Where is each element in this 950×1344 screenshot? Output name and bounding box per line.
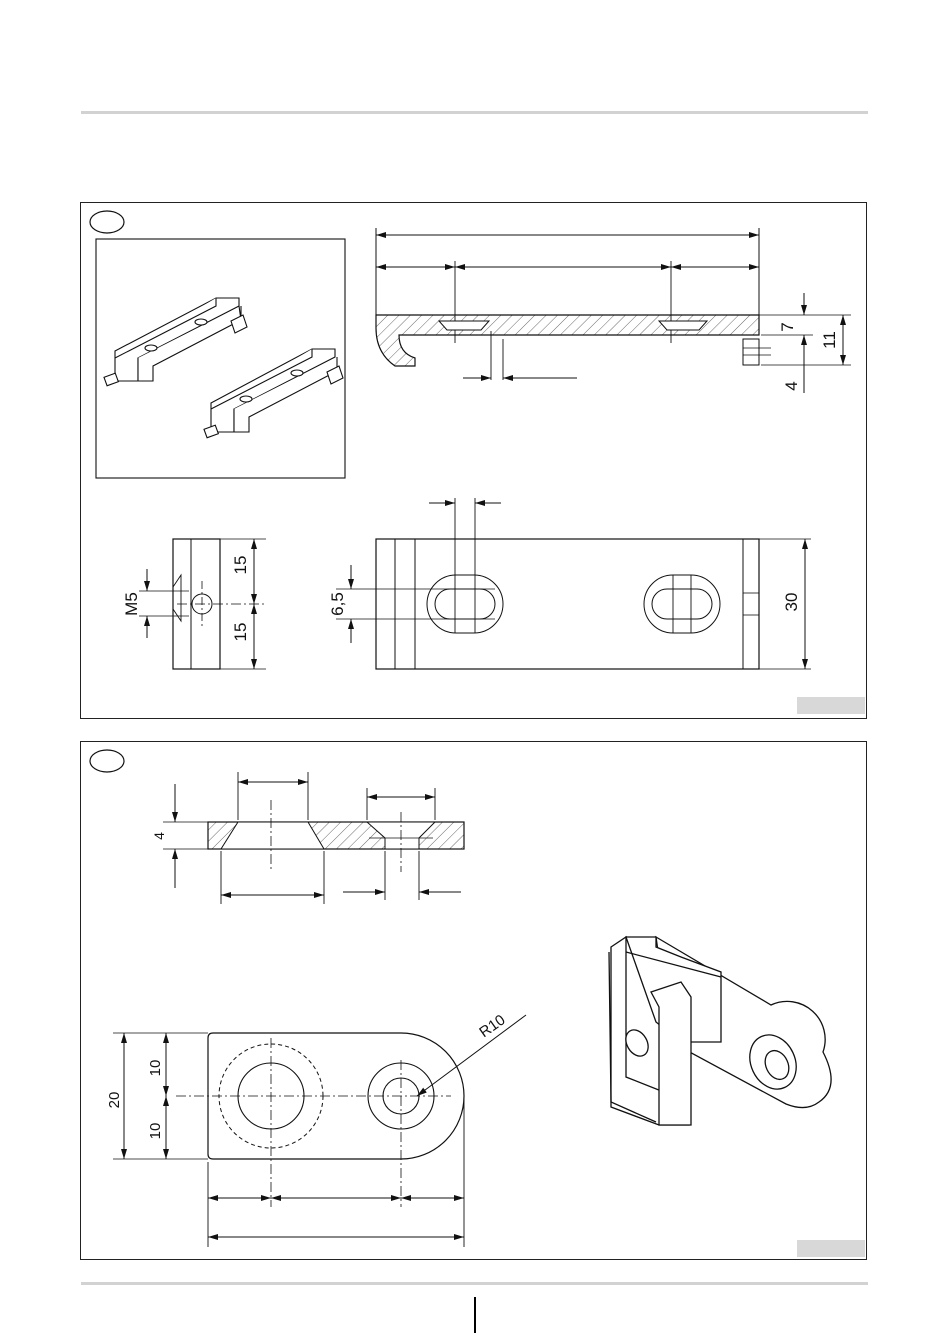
dim-4: 4 bbox=[782, 381, 801, 390]
technical-drawing-2: 4 R10 20 10 10 bbox=[81, 742, 868, 1261]
page-mark bbox=[474, 1297, 476, 1333]
plan-view: 6,5 30 bbox=[328, 498, 811, 669]
figure-tag-1 bbox=[797, 697, 865, 714]
plate-isometric-view bbox=[609, 937, 831, 1125]
dim-20: 20 bbox=[106, 1092, 123, 1109]
dim-4-thickness: 4 bbox=[151, 832, 167, 840]
figure-tag-2 bbox=[797, 1240, 865, 1257]
section-view: 7 11 4 bbox=[376, 228, 851, 393]
figure-number-circle bbox=[90, 211, 124, 233]
dim-6-5: 6,5 bbox=[328, 592, 347, 616]
dim-15-lower: 15 bbox=[231, 623, 250, 642]
plate-section-view: 4 bbox=[151, 772, 464, 904]
dim-11: 11 bbox=[820, 331, 839, 349]
dim-15-upper: 15 bbox=[231, 556, 250, 575]
dim-7: 7 bbox=[778, 322, 797, 331]
dim-r10: R10 bbox=[476, 1011, 508, 1041]
drawing-panel-1: 7 11 4 15 15 M5 bbox=[80, 202, 867, 719]
dim-10-lower: 10 bbox=[147, 1123, 164, 1140]
technical-drawing-1: 7 11 4 15 15 M5 bbox=[81, 203, 868, 720]
dim-10-upper: 10 bbox=[147, 1060, 164, 1077]
top-rule bbox=[81, 111, 868, 114]
drawing-panel-2: 4 R10 20 10 10 bbox=[80, 741, 867, 1260]
figure-number-circle-2 bbox=[90, 750, 124, 772]
plate-plan-view: R10 20 10 10 bbox=[106, 1011, 526, 1247]
isometric-view bbox=[96, 239, 345, 478]
dim-30: 30 bbox=[782, 593, 801, 612]
side-view: 15 15 M5 bbox=[122, 539, 267, 669]
bottom-rule bbox=[81, 1282, 868, 1285]
dim-m5: M5 bbox=[122, 592, 141, 616]
